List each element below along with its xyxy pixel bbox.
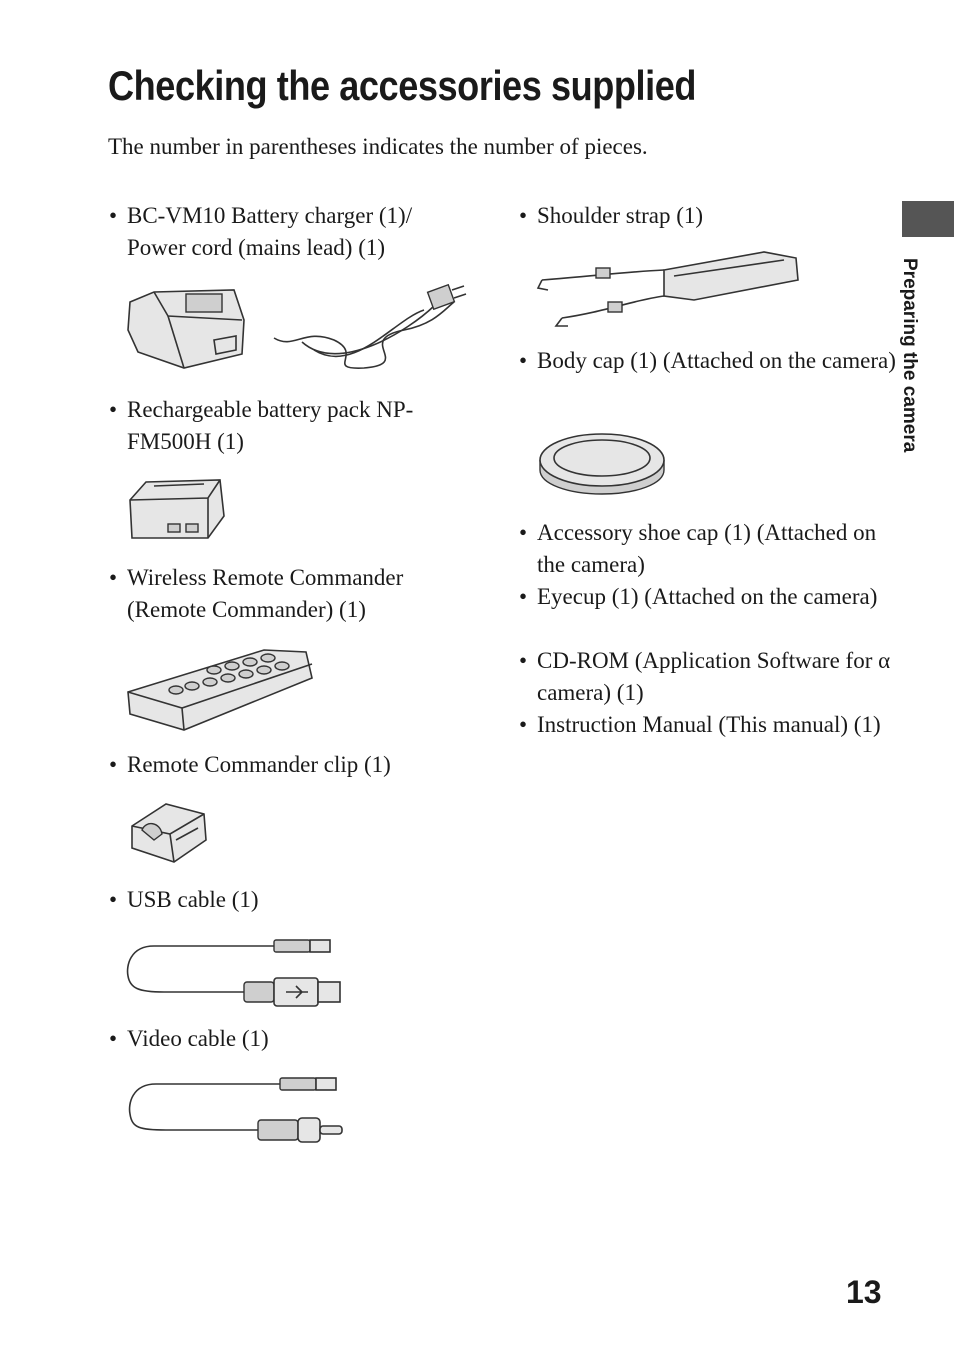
battery-pack-illustration [129, 479, 225, 539]
page-number: 13 [846, 1274, 882, 1310]
list-item: • Shoulder strap (1) [519, 200, 907, 232]
item-text: USB cable (1) [127, 887, 259, 912]
bullet: • [109, 887, 118, 912]
bullet: • [109, 1026, 118, 1051]
item-text: BC-VM10 Battery charger (1)/ Power cord … [127, 203, 413, 260]
remote-commander-illustration [127, 649, 313, 731]
list-item: • Accessory shoe cap (1) (Attached on th… [519, 517, 907, 581]
item-text: Video cable (1) [127, 1026, 269, 1051]
list-item: • CD-ROM (Application Software for α cam… [519, 645, 907, 709]
bullet: • [519, 348, 528, 373]
bullet: • [109, 752, 118, 777]
bullet: • [109, 565, 118, 590]
battery-charger-and-power-cord-illustration [127, 283, 467, 369]
shoulder-strap-illustration [536, 251, 799, 327]
bullet: • [519, 520, 528, 545]
bullet: • [519, 584, 528, 609]
bullet: • [109, 203, 118, 228]
list-item: • Body cap (1) (Attached on the camera) [519, 345, 907, 377]
item-text: Body cap (1) (Attached on the camera) [537, 348, 896, 373]
item-text: Rechargeable battery pack NP-FM500H (1) [127, 397, 414, 454]
video-cable-illustration [128, 1077, 343, 1143]
bullet: • [519, 712, 528, 737]
remote-clip-illustration [131, 803, 207, 863]
list-item: • Remote Commander clip (1) [109, 749, 472, 781]
list-item: • Wireless Remote Commander (Remote Comm… [109, 562, 472, 626]
intro-text: The number in parentheses indicates the … [108, 134, 648, 159]
item-text: Wireless Remote Commander (Remote Comman… [127, 565, 404, 622]
list-item: • Instruction Manual (This manual) (1) [519, 709, 907, 741]
item-text: Shoulder strap (1) [537, 203, 704, 228]
item-text: Remote Commander clip (1) [127, 752, 391, 777]
body-cap-illustration [539, 433, 665, 495]
item-text: Accessory shoe cap (1) (Attached on the … [537, 520, 877, 577]
list-item: • Rechargeable battery pack NP-FM500H (1… [109, 394, 472, 458]
section-label: Preparing the camera [899, 258, 920, 453]
bullet: • [519, 648, 528, 673]
item-text: Instruction Manual (This manual) (1) [537, 712, 881, 737]
list-item: • Eyecup (1) (Attached on the camera) [519, 581, 907, 613]
page-title: Checking the accessories supplied [108, 62, 697, 109]
list-item: • USB cable (1) [109, 884, 472, 916]
item-text: CD-ROM (Application Software for α camer… [537, 648, 891, 705]
list-item: • BC-VM10 Battery charger (1)/ Power cor… [109, 200, 472, 264]
bullet: • [519, 203, 528, 228]
list-item: • Video cable (1) [109, 1023, 472, 1055]
usb-cable-illustration [126, 939, 341, 1007]
section-tab-marker [902, 201, 954, 237]
item-text: Eyecup (1) (Attached on the camera) [537, 584, 878, 609]
bullet: • [109, 397, 118, 422]
